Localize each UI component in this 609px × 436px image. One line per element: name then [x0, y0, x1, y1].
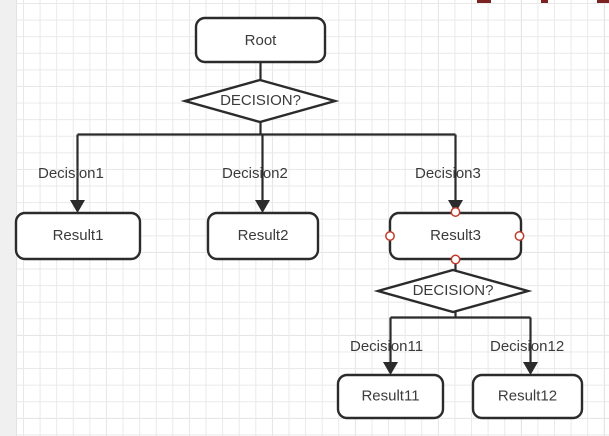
- edge-label-decision11: Decision11: [350, 338, 423, 355]
- node-result2-label: Result2: [238, 227, 289, 244]
- node-root[interactable]: Root: [194, 16, 327, 64]
- node-result11-shape[interactable]: [336, 373, 445, 420]
- edge-label-decision2: Decision2: [222, 165, 288, 182]
- top-cutoff-fragment-3: [597, 0, 609, 3]
- node-decision1-shape[interactable]: [180, 78, 340, 124]
- node-result1-label: Result1: [53, 227, 104, 244]
- node-decision1[interactable]: DECISION?: [180, 78, 340, 124]
- connection-handle-bottom-icon[interactable]: [450, 254, 461, 265]
- edge-bus-decision2[interactable]: [383, 312, 538, 375]
- node-result2-shape[interactable]: [206, 211, 320, 261]
- node-decision2-label: DECISION?: [413, 282, 494, 299]
- node-result3-label: Result3: [430, 227, 481, 244]
- node-result2[interactable]: Result2: [206, 211, 320, 261]
- node-result1[interactable]: Result1: [14, 211, 142, 261]
- node-decision2-shape[interactable]: [373, 268, 533, 314]
- node-root-shape[interactable]: [194, 16, 327, 64]
- connection-handle-right-icon[interactable]: [514, 231, 525, 241]
- node-root-label: Root: [245, 32, 278, 49]
- edge-label-decision12: Decision12: [490, 338, 564, 355]
- node-result12-label: Result12: [498, 387, 557, 404]
- node-result12-shape[interactable]: [471, 373, 584, 420]
- node-decision2[interactable]: DECISION?: [373, 268, 533, 314]
- node-result1-shape[interactable]: [14, 211, 142, 261]
- edge-label-decision3: Decision3: [415, 165, 481, 182]
- edge-bus-decision1[interactable]: [70, 122, 463, 213]
- connection-handle-top-icon[interactable]: [450, 207, 461, 217]
- connection-handle-left-icon[interactable]: [385, 231, 395, 241]
- edge-label-decision1: Decision1: [38, 165, 104, 182]
- selection-handles-result3[interactable]: [385, 207, 525, 265]
- node-result12[interactable]: Result12: [471, 373, 584, 420]
- node-result11-label: Result11: [361, 387, 419, 404]
- node-decision1-label: DECISION?: [220, 92, 301, 109]
- top-cutoff-fragment-2: [541, 0, 548, 3]
- node-result11[interactable]: Result11: [336, 373, 445, 420]
- top-cutoff-fragment-1: [477, 0, 491, 3]
- node-result3[interactable]: Result3: [388, 211, 523, 261]
